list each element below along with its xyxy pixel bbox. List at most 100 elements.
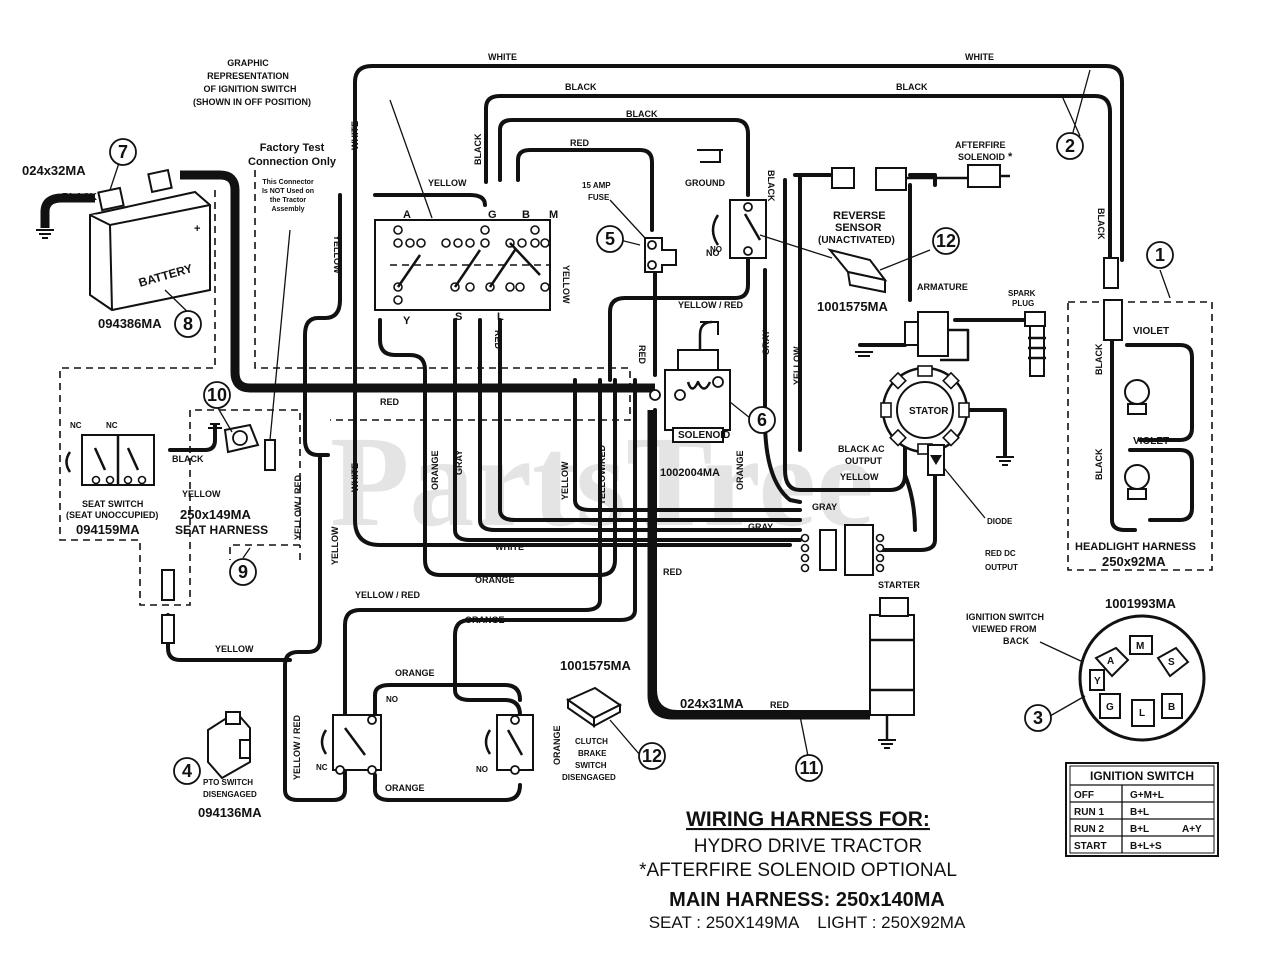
label-violet-bottom: VIOLET bbox=[1133, 436, 1169, 447]
svg-text:SOLENOID: SOLENOID bbox=[958, 152, 1006, 162]
starter-cable bbox=[647, 410, 870, 720]
battery: BATTERY + bbox=[89, 168, 211, 312]
title-heading: WIRING HARNESS FOR: bbox=[686, 808, 930, 831]
label-orange-vert: ORANGE bbox=[430, 450, 440, 490]
callout-7: 7 bbox=[109, 138, 137, 166]
label-white-top-right: WHITE bbox=[965, 52, 994, 62]
svg-text:5: 5 bbox=[605, 229, 615, 249]
headlight-harness bbox=[1103, 257, 1150, 500]
svg-text:12: 12 bbox=[936, 231, 956, 251]
part-number-neg-cable: 024x32MA bbox=[22, 163, 86, 178]
svg-text:8: 8 bbox=[183, 314, 193, 334]
label-black-2: BLACK bbox=[626, 109, 658, 119]
part-numbers: 024x32MA 094386MA 1001575MA 1002004MA 09… bbox=[22, 163, 1176, 820]
svg-text:ARMATURE: ARMATURE bbox=[917, 282, 968, 292]
svg-text:PTO SWITCH: PTO SWITCH bbox=[203, 778, 253, 787]
svg-text:IGNITION SWITCH: IGNITION SWITCH bbox=[966, 612, 1044, 622]
label-red-vert-2: RED bbox=[637, 345, 647, 365]
label-yellow-bottom: YELLOW bbox=[215, 644, 254, 654]
title-main-harness: MAIN HARNESS: 250x140MA bbox=[669, 889, 945, 911]
label-yellow-red-bottom: YELLOW / RED bbox=[355, 590, 421, 600]
label-white-harness: WHITE bbox=[495, 542, 524, 552]
label-yellow-vert-4: YELLOW bbox=[560, 461, 570, 500]
svg-text:NC: NC bbox=[106, 421, 118, 430]
svg-text:B+L: B+L bbox=[1130, 807, 1149, 818]
part-number-starter-cable: 024x31MA bbox=[680, 696, 744, 711]
starter-motor bbox=[869, 597, 915, 740]
svg-text:SEAT HARNESS: SEAT HARNESS bbox=[175, 523, 268, 537]
label-yellow-vert-5: YELLOW bbox=[330, 526, 340, 565]
callout-10: 10 bbox=[203, 381, 231, 409]
part-number-solenoid: 1002004MA bbox=[660, 467, 720, 479]
starter-solenoid: SOLENOID bbox=[649, 320, 731, 443]
factory-test-note: Factory Test Connection Only This Connec… bbox=[248, 142, 337, 213]
svg-text:B+L+S: B+L+S bbox=[1130, 841, 1162, 852]
svg-text:12: 12 bbox=[642, 746, 662, 766]
svg-text:SOLENOID: SOLENOID bbox=[678, 430, 730, 441]
svg-text:S: S bbox=[1168, 657, 1175, 668]
svg-text:REPRESENTATION: REPRESENTATION bbox=[207, 71, 289, 81]
battery-negative-cable bbox=[40, 193, 95, 228]
svg-text:A+Y: A+Y bbox=[1182, 824, 1202, 835]
callout-9: 9 bbox=[229, 558, 257, 586]
ignition-switch-face: M A S Y G L B bbox=[1039, 614, 1206, 742]
callout-3: 3 bbox=[1024, 704, 1052, 732]
clutch-switch-lower bbox=[484, 714, 534, 775]
seat-switch bbox=[65, 434, 155, 486]
svg-text:BLACK: BLACK bbox=[62, 192, 98, 203]
svg-text:S: S bbox=[455, 311, 462, 323]
svg-text:OUTPUT: OUTPUT bbox=[845, 456, 883, 466]
label-violet-top: VIOLET bbox=[1133, 326, 1169, 337]
annotation-texts: GRAPHIC REPRESENTATION OF IGNITION SWITC… bbox=[66, 58, 1196, 799]
diode bbox=[927, 444, 986, 519]
label-black-vert-3: BLACK bbox=[1096, 208, 1106, 240]
svg-text:OUTPUT: OUTPUT bbox=[985, 563, 1018, 572]
svg-text:NC: NC bbox=[70, 421, 82, 430]
callout-12-top: 12 bbox=[932, 227, 960, 255]
fuse-holder bbox=[609, 199, 677, 273]
graphic-representation-note: GRAPHIC REPRESENTATION OF IGNITION SWITC… bbox=[193, 58, 311, 107]
svg-text:GRAPHIC: GRAPHIC bbox=[227, 58, 269, 68]
svg-text:Factory Test: Factory Test bbox=[260, 142, 325, 154]
callout-6: 6 bbox=[748, 406, 776, 434]
headlight-bulb-top bbox=[1124, 379, 1150, 415]
harness-outlines bbox=[59, 170, 1213, 606]
svg-text:NO: NO bbox=[710, 245, 722, 254]
ignition-switch-table: IGNITION SWITCH OFF G+M+L RUN 1 B+L RUN … bbox=[1065, 762, 1219, 857]
label-orange-lower: ORANGE bbox=[395, 668, 435, 678]
svg-text:L: L bbox=[1139, 708, 1145, 719]
svg-text:(UNACTIVATED): (UNACTIVATED) bbox=[818, 235, 895, 246]
svg-text:This Connector: This Connector bbox=[262, 179, 314, 186]
svg-text:DISENGAGED: DISENGAGED bbox=[562, 773, 616, 782]
svg-text:RED DC: RED DC bbox=[985, 549, 1016, 558]
wire-labels: WHITE WHITE BLACK BLACK BLACK RED YELLOW… bbox=[172, 52, 1169, 793]
svg-text:OFF: OFF bbox=[1074, 790, 1094, 801]
svg-text:CLUTCH: CLUTCH bbox=[575, 737, 608, 746]
svg-text:DISENGAGED: DISENGAGED bbox=[203, 790, 257, 799]
svg-text:STATOR: STATOR bbox=[909, 406, 949, 417]
wires bbox=[166, 64, 1194, 802]
svg-text:START: START bbox=[1074, 841, 1107, 852]
svg-text:REVERSE: REVERSE bbox=[833, 210, 886, 222]
callout-2: 2 bbox=[1056, 132, 1084, 160]
label-gray-harness: GRAY bbox=[748, 522, 773, 532]
label-gray-vert-2: GRAY bbox=[454, 450, 464, 475]
svg-text:SEAT SWITCH: SEAT SWITCH bbox=[82, 499, 143, 509]
svg-text:3: 3 bbox=[1033, 708, 1043, 728]
clutch-brake-switch bbox=[565, 686, 622, 728]
part-number-pto-switch: 094136MA bbox=[198, 805, 262, 820]
svg-text:SPARK: SPARK bbox=[1008, 289, 1036, 298]
svg-text:+: + bbox=[194, 223, 200, 235]
svg-text:DIODE: DIODE bbox=[987, 517, 1013, 526]
label-yellow-vert-3: YELLOW bbox=[792, 346, 802, 385]
label-yellow-top: YELLOW bbox=[428, 178, 467, 188]
svg-text:11: 11 bbox=[799, 758, 818, 778]
stator: STATOR bbox=[880, 365, 970, 455]
label-orange-mid: ORANGE bbox=[475, 575, 515, 585]
afterfire-solenoid bbox=[831, 164, 1010, 191]
svg-text:Y: Y bbox=[403, 315, 411, 327]
svg-text:GROUND: GROUND bbox=[685, 178, 725, 188]
svg-text:NO: NO bbox=[706, 248, 720, 258]
spark-plug bbox=[1024, 311, 1046, 377]
label-orange-vert-2: ORANGE bbox=[735, 450, 745, 490]
